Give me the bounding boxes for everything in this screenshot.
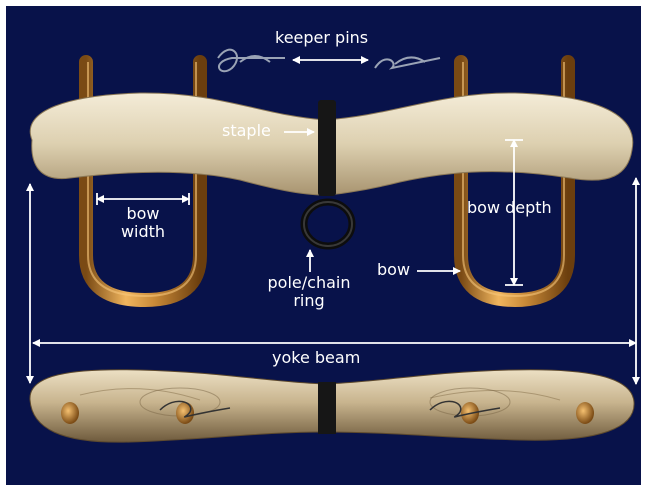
staple-bottom [318,382,336,434]
label-yoke-beam: yoke beam [272,349,360,367]
label-bow-width: bow width [112,205,174,242]
label-pole-chain-line2: ring [255,292,363,310]
label-bow-width-line1: bow [112,205,174,223]
label-bow: bow [377,261,410,279]
label-bow-width-line2: width [112,223,174,241]
label-bow-depth: bow depth [467,199,552,217]
label-keeper-pins: keeper pins [275,29,368,47]
label-pole-chain-ring: pole/chain ring [255,274,363,311]
label-pole-chain-line1: pole/chain [255,274,363,292]
label-staple: staple [222,122,271,140]
staple [318,100,336,196]
